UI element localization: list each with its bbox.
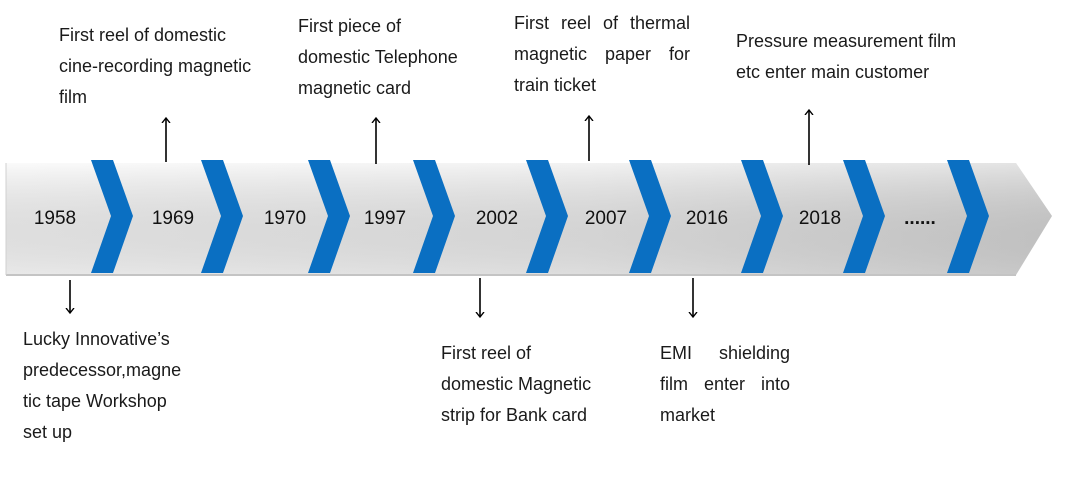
event-line: magnetic paper for [514,44,690,64]
event-line: First reel of thermal [514,13,690,33]
event-line: strip for Bank card [441,405,588,425]
year-label-2018: 2018 [798,208,842,229]
event-2016-description: EMI shielding film enter into market [660,338,790,431]
chevron-separator-6 [629,160,671,273]
event-line: market [660,405,716,425]
year-label-1970: 1970 [263,208,307,229]
year-label-2002: 2002 [475,208,519,229]
event-1969-description: First reel of domestic cine-recording ma… [59,20,251,113]
timeline-band-shade [6,163,1052,275]
event-line: Lucky Innovative’s [23,329,170,349]
chevron-separator-1 [91,160,133,273]
event-1958-description: Lucky Innovative’s predecessor,magne tic… [23,324,181,448]
event-line: Pressure measurement film [736,31,957,51]
event-line: magnetic card [298,78,412,98]
event-line: etc enter main customer [736,62,930,82]
chevron-group [91,160,989,273]
connector-group [70,110,809,317]
event-line: tic tape Workshop [23,391,167,411]
chevron-separator-5 [526,160,568,273]
event-line: First reel of domestic [59,25,227,45]
year-label-1958: 1958 [33,208,77,229]
chevron-separator-2 [201,160,243,273]
event-line: First reel of [441,343,532,363]
event-1997-description: First piece of domestic Telephone magnet… [298,11,458,104]
chevron-separator-3 [308,160,350,273]
event-line: cine-recording magnetic [59,56,252,76]
event-2002-description: First reel of domestic Magnetic strip fo… [441,338,591,431]
event-line: film enter into [660,374,790,394]
event-line: predecessor,magne [23,360,182,380]
chevron-separator-4 [413,160,455,273]
chevron-separator-8 [843,160,885,273]
chevron-separator-7 [741,160,783,273]
event-line: domestic Magnetic [441,374,592,394]
event-line: film [59,87,87,107]
chevron-separator-9 [947,160,989,273]
event-2018-description: Pressure measurement film etc enter main… [736,26,956,88]
year-label-2007: 2007 [584,208,628,229]
event-line: EMI shielding [660,343,790,363]
year-label-2016: 2016 [685,208,729,229]
year-label-ellipsis: ...... [904,208,936,229]
event-line: train ticket [514,75,597,95]
event-line: set up [23,422,73,442]
year-label-1997: 1997 [363,208,407,229]
event-2007-description: First reel of thermal magnetic paper for… [514,8,690,101]
event-line: First piece of [298,16,402,36]
year-label-1969: 1969 [151,208,195,229]
event-line: domestic Telephone [298,47,458,67]
